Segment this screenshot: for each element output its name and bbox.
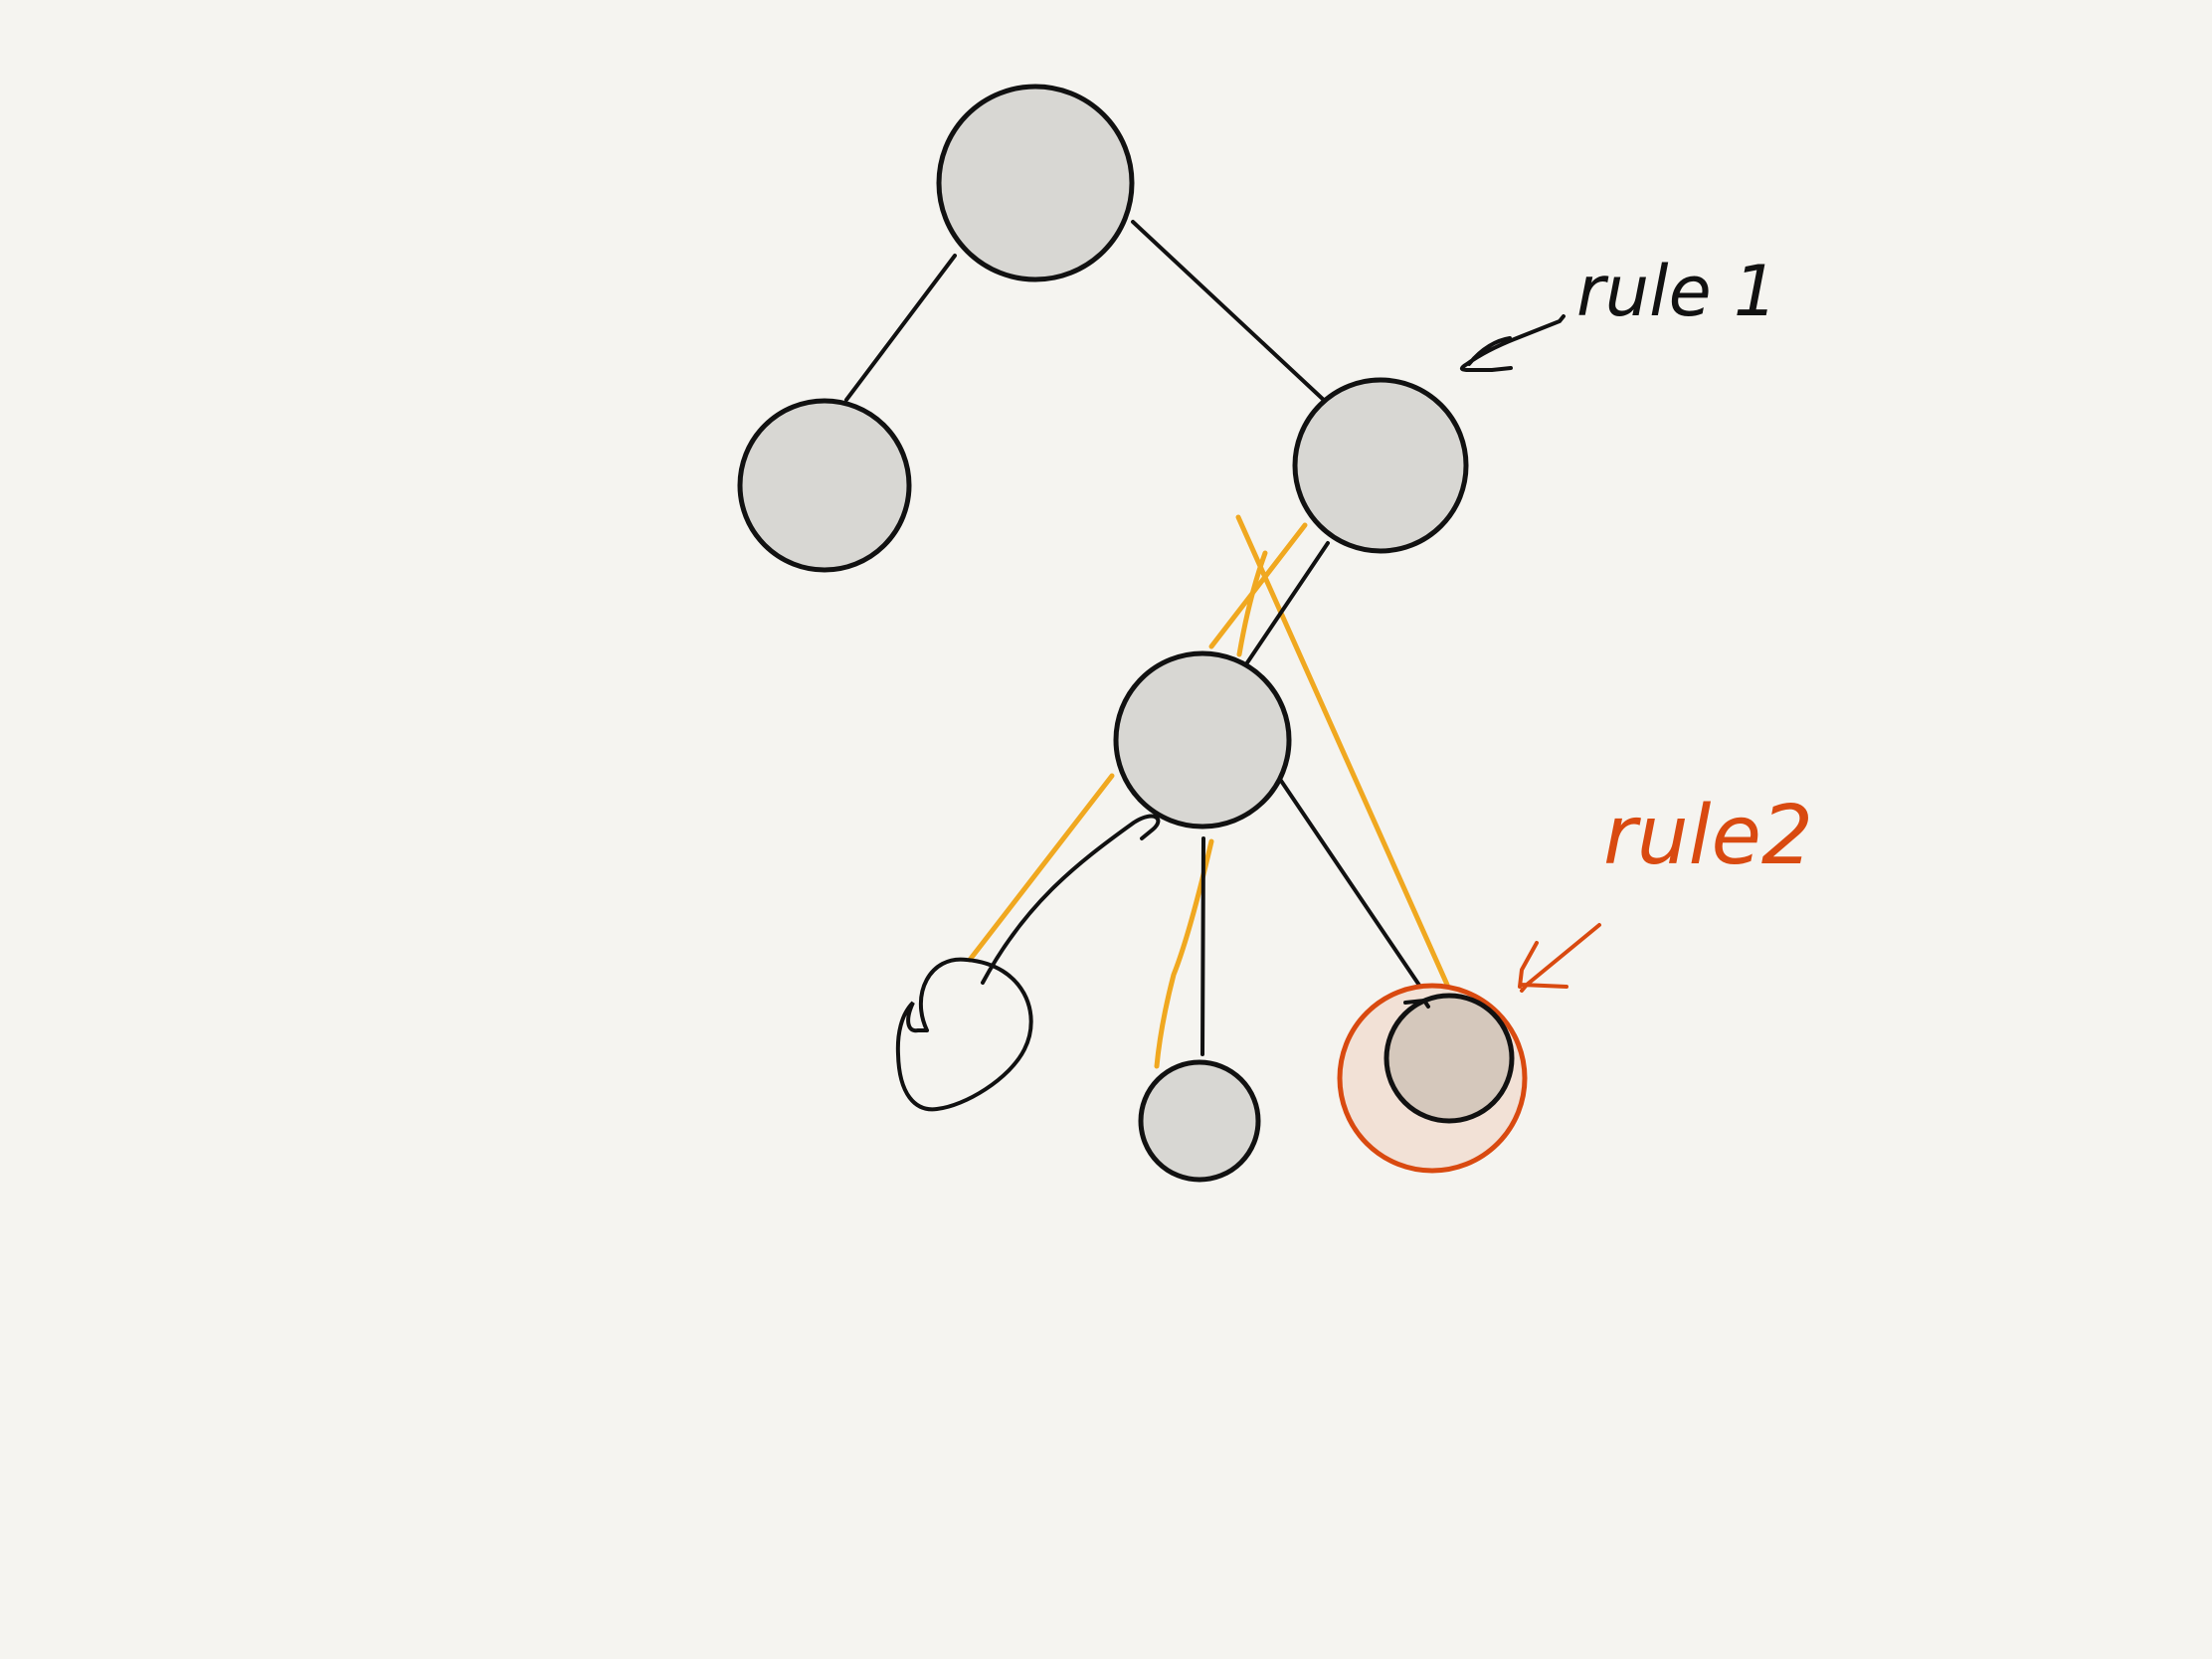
edge-root-right: [1131, 220, 1329, 405]
highlight-line-long: [1235, 514, 1450, 988]
node-left-child: [737, 398, 912, 573]
rule1-arrow: [1459, 314, 1566, 372]
node-highlighted-leaf: [1383, 993, 1515, 1124]
nodes: [737, 84, 1528, 1183]
highlight-line-short: [1236, 550, 1268, 657]
highlight-line-center: [1154, 838, 1214, 1069]
edges: [844, 220, 1422, 1056]
rule1-label: rule 1: [1576, 251, 1777, 332]
node-middle: [1113, 650, 1292, 830]
edge-middle-center: [1200, 836, 1205, 1056]
rule2-arrow: [1518, 923, 1601, 993]
rule2-label: rule2: [1603, 789, 1813, 883]
node-right-child: [1292, 377, 1469, 554]
highlight-line-left: [967, 773, 1115, 963]
highlight-strokes: [967, 514, 1450, 1069]
node-center-leaf: [1138, 1059, 1261, 1183]
node-root: [936, 84, 1135, 282]
node-sketched-leaf: [895, 957, 1033, 1112]
edge-tick: [1403, 998, 1430, 1009]
highlight-line-upper: [1208, 522, 1308, 649]
edge-middle-highlighted: [1277, 776, 1422, 989]
edge-middle-sketched: [981, 814, 1161, 985]
edge-root-left: [844, 254, 957, 402]
